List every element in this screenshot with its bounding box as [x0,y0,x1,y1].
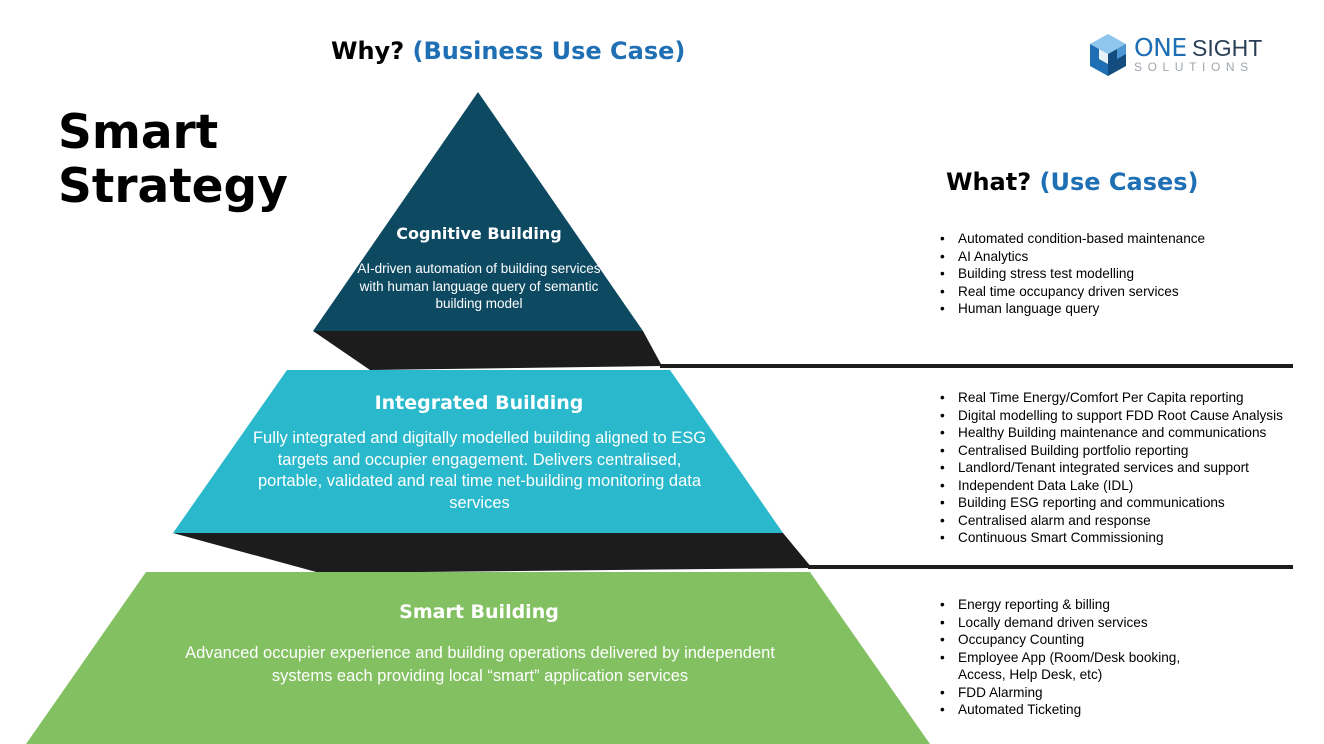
company-logo: ONE SIGHT SOLUTIONS [1088,32,1278,80]
cognitive-use-case-list: Automated condition-based maintenance AI… [940,230,1205,318]
why-accent: (Business Use Case) [412,37,686,65]
smart-use-case-list: Energy reporting & billing Locally deman… [940,596,1180,719]
use-case-item: Building stress test modelling [940,265,1205,283]
title-line-1: Smart [58,105,219,160]
cognitive-tier-shape [313,92,643,331]
divider-line-top [660,364,1293,368]
why-heading: Why? (Business Use Case) [331,37,685,65]
use-case-item: Independent Data Lake (IDL) [940,477,1283,495]
use-case-item: Occupancy Counting [940,631,1180,649]
integrated-tier-title: Integrated Building [374,392,584,414]
logo-text-solutions: SOLUTIONS [1134,60,1254,74]
logo-text-sight: SIGHT [1192,35,1263,61]
what-label: What? [946,168,1032,196]
logo-text-one: ONE [1134,33,1187,62]
cube-icon [1090,34,1126,76]
integrated-shadow-band [173,533,812,573]
cognitive-tier-description: AI-driven automation of building service… [357,261,601,311]
use-case-item: AI Analytics [940,248,1205,266]
integrated-use-case-list: Real Time Energy/Comfort Per Capita repo… [940,389,1283,547]
what-heading: What? (Use Cases) [946,168,1199,196]
use-case-item: Employee App (Room/Desk booking, Access,… [940,649,1180,684]
use-case-item: Digital modelling to support FDD Root Ca… [940,407,1283,425]
title-line-2: Strategy [58,159,288,214]
integrated-tier-shape [173,370,783,533]
use-case-item: Centralised Building portfolio reporting [940,442,1283,460]
use-case-item: Healthy Building maintenance and communi… [940,424,1283,442]
what-accent: (Use Cases) [1039,168,1199,196]
use-case-item: Building ESG reporting and communication… [940,494,1283,512]
use-case-item: Real time occupancy driven services [940,283,1205,301]
smart-tier-description: Advanced occupier experience and buildin… [185,644,775,685]
use-case-item: Landlord/Tenant integrated services and … [940,459,1283,477]
cognitive-shadow-band [313,331,662,370]
use-case-item: Automated condition-based maintenance [940,230,1205,248]
smart-tier-shape [26,572,930,744]
use-case-item: Real Time Energy/Comfort Per Capita repo… [940,389,1283,407]
integrated-tier-description: Fully integrated and digitally modelled … [252,429,707,512]
cognitive-tier-title: Cognitive Building [396,224,562,243]
use-case-item: Centralised alarm and response [940,512,1283,530]
use-case-item: Automated Ticketing [940,701,1180,719]
use-case-item: Energy reporting & billing [940,596,1180,614]
use-case-item: Locally demand driven services [940,614,1180,632]
why-label: Why? [331,37,405,65]
smart-tier-title: Smart Building [399,601,559,623]
page-title: Smart Strategy [58,106,288,214]
use-case-item: FDD Alarming [940,684,1180,702]
use-case-item: Human language query [940,300,1205,318]
divider-line-bottom [808,565,1293,569]
use-case-item: Continuous Smart Commissioning [940,529,1283,547]
